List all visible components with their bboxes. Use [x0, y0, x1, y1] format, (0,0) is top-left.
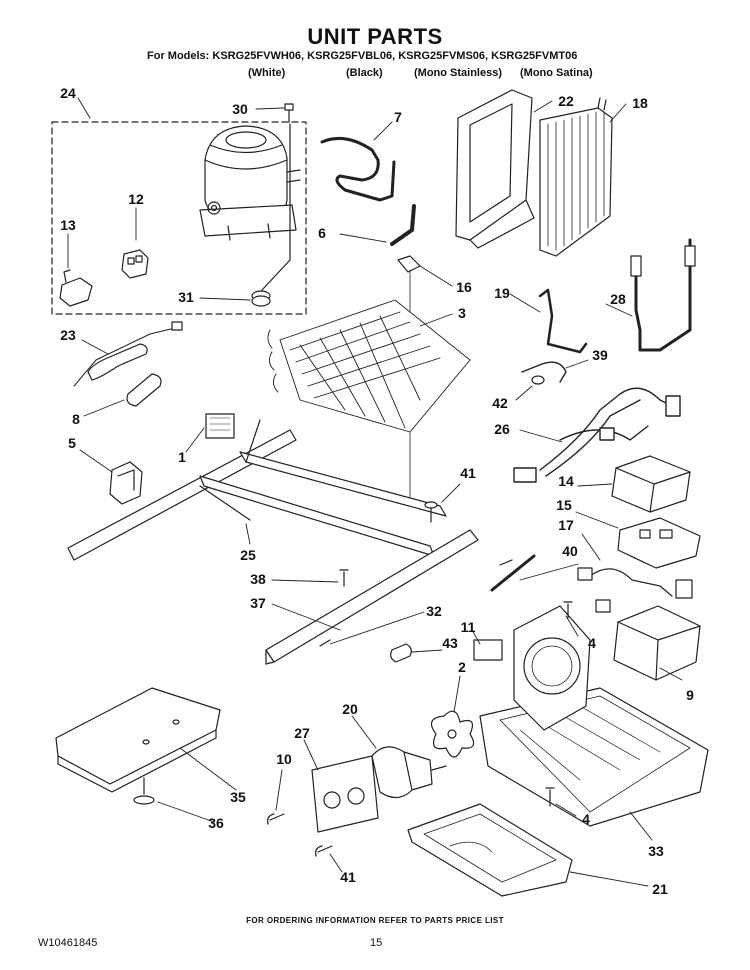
callout-11: 11: [460, 619, 476, 635]
callout-9: 9: [686, 687, 694, 703]
callout-5: 5: [68, 435, 76, 451]
callout-13: 13: [60, 217, 76, 233]
callout-39: 39: [592, 347, 608, 363]
screw-10-drawing: [267, 813, 285, 825]
wire-harness-drawing: [513, 387, 681, 483]
callout-17: 17: [558, 517, 574, 533]
callout-24: 24: [60, 85, 76, 101]
screw-32-drawing: [319, 559, 513, 647]
motor-bracket-drawing: [311, 755, 379, 833]
compressor-group-box: [51, 121, 307, 315]
screw-38-drawing: [339, 569, 349, 587]
fan-shroud-drawing: [513, 605, 591, 731]
callout-22: 22: [558, 93, 574, 109]
bolt-41-top-drawing: [424, 501, 438, 523]
electrical-housing-drawing: [613, 605, 701, 681]
callout-3: 3: [458, 305, 466, 321]
leveling-foot-drawing: [133, 777, 155, 805]
document-number: W10461845: [38, 937, 98, 949]
callout-4-top: 4: [588, 635, 596, 651]
leader-lines: [67, 97, 683, 887]
callout-31: 31: [178, 289, 194, 305]
page-number: 15: [370, 937, 383, 949]
callout-4-bottom: 4: [582, 811, 590, 827]
evaporator-drawing: [267, 299, 471, 433]
control-board-cover-drawing: [611, 455, 691, 513]
callout-32: 32: [426, 603, 442, 619]
callout-18: 18: [632, 95, 648, 111]
callout-40: 40: [562, 543, 578, 559]
callout-23: 23: [60, 327, 76, 343]
access-panel-drawing: [55, 687, 221, 793]
grommet-drawing: [251, 123, 291, 307]
bolt-30-drawing: [284, 103, 294, 123]
pad-11-drawing: [473, 639, 503, 661]
variant-black: (Black): [346, 67, 383, 79]
model-list: For Models: KSRG25FVWH06, KSRG25FVBL06, …: [147, 50, 578, 62]
cable-tie-drawing: [490, 554, 536, 592]
bracket-5-drawing: [109, 461, 143, 505]
condenser-coil-drawing: [539, 97, 613, 257]
wire-17-drawing: [577, 567, 693, 613]
callout-28: 28: [610, 291, 626, 307]
callout-20: 20: [342, 701, 358, 717]
tube-28-drawing: [630, 238, 696, 352]
callout-8: 8: [72, 411, 80, 427]
callout-26: 26: [494, 421, 510, 437]
callout-42: 42: [492, 395, 508, 411]
screw-41-bottom-drawing: [315, 845, 333, 857]
pad-1-drawing: [205, 413, 235, 439]
callout-25: 25: [240, 547, 256, 563]
overload-drawing: [59, 269, 93, 307]
callout-27: 27: [294, 725, 310, 741]
callout-6: 6: [318, 225, 326, 241]
compressor-drawing: [199, 125, 301, 241]
sleeve-8-drawing: [126, 373, 162, 407]
callout-43: 43: [442, 635, 458, 651]
callout-41-bottom: 41: [340, 869, 356, 885]
callout-7: 7: [394, 109, 402, 125]
filter-dryer-drawing: [73, 321, 183, 387]
tube-19-drawing: [538, 288, 588, 354]
callout-30: 30: [232, 101, 248, 117]
tube-6-drawing: [390, 204, 416, 246]
callout-16: 16: [456, 279, 472, 295]
callout-33: 33: [648, 843, 664, 859]
relay-drawing: [121, 249, 149, 279]
variant-mono-satina: (Mono Satina): [520, 67, 593, 79]
callout-15: 15: [556, 497, 572, 513]
drain-pan-drawing: [407, 803, 573, 897]
callout-21: 21: [652, 881, 668, 897]
variant-white: (White): [248, 67, 286, 79]
clip-16-drawing: [397, 255, 421, 273]
base-rails-drawing: [67, 419, 471, 561]
fan-motor-drawing: [371, 746, 447, 799]
callout-36: 36: [208, 815, 224, 831]
plug-43-drawing: [390, 643, 412, 663]
callout-12: 12: [128, 191, 144, 207]
screw-4-top-drawing: [563, 601, 573, 619]
fan-blade-drawing: [430, 710, 475, 758]
callout-10: 10: [276, 751, 292, 767]
variant-mono-stainless: (Mono Stainless): [414, 67, 503, 79]
screw-4-bottom-drawing: [545, 787, 555, 807]
callout-19: 19: [494, 285, 510, 301]
base-pan-drawing: [479, 687, 709, 827]
ordering-note: FOR ORDERING INFORMATION REFER TO PARTS …: [246, 916, 504, 925]
callout-2: 2: [458, 659, 466, 675]
callout-35: 35: [230, 789, 246, 805]
wire-39-drawing: [521, 361, 567, 385]
callout-38: 38: [250, 571, 266, 587]
callout-37: 37: [250, 595, 266, 611]
rail-37-drawing: [265, 529, 479, 665]
callout-14: 14: [558, 473, 574, 489]
tube-7-drawing: [320, 136, 396, 202]
callout-41-top: 41: [460, 465, 476, 481]
condenser-shroud-drawing: [455, 89, 535, 249]
control-board-drawing: [617, 517, 701, 569]
callout-1: 1: [178, 449, 186, 465]
page-title: UNIT PARTS: [307, 24, 443, 49]
